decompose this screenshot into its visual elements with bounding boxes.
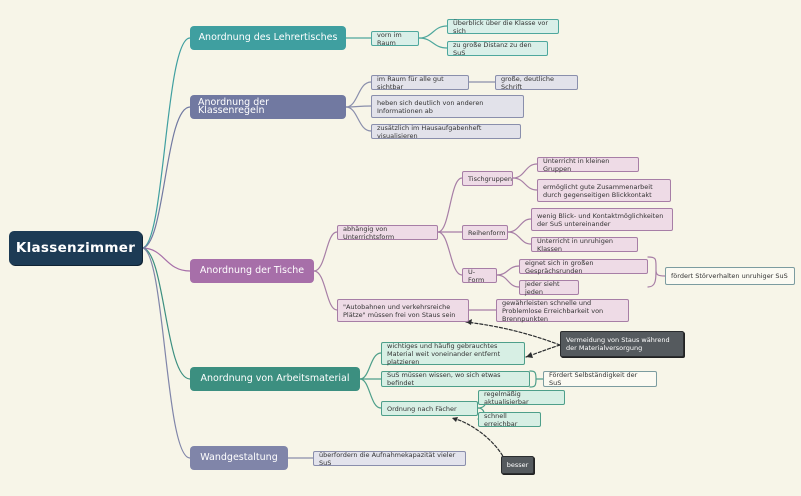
callout-vermeidung-staus[interactable]: Vermeidung von Staus während der Materia… (560, 331, 684, 357)
topic-gespraechsrunden[interactable]: eignet sich in großen Gesprächsrunden (519, 259, 648, 275)
topic-distanz[interactable]: zu große Distanz zu den SuS (447, 41, 548, 57)
topic-jeder-sieht-jeden[interactable]: jeder sieht jeden (519, 280, 579, 296)
topic-ordnung-faecher[interactable]: Ordnung nach Fächer (381, 401, 478, 416)
branch-arbeitsmaterial[interactable]: Anordnung von Arbeitsmaterial (190, 367, 360, 391)
topic-unruhige-klassen[interactable]: Unterricht in unruhigen Klassen (531, 237, 638, 253)
branch-tische[interactable]: Anordnung der Tische (190, 259, 314, 283)
callout-besser[interactable]: besser (501, 456, 534, 474)
topic-unterrichtsform[interactable]: abhängig von Unterrichtsform (337, 225, 438, 241)
topic-wichtiges-material[interactable]: wichtiges und häufig gebrauchtes Materia… (381, 342, 525, 366)
topic-kleine-gruppen[interactable]: Unterricht in kleinen Gruppen (537, 157, 639, 173)
topic-ueberblick[interactable]: Überblick über die Klasse vor sich (447, 19, 559, 35)
summary-selbststaendigkeit[interactable]: Fördert Selbständigkeit der SuS (543, 371, 657, 387)
topic-gut-sichtbar[interactable]: im Raum für alle gut sichtbar (371, 75, 469, 91)
topic-autobahnen[interactable]: "Autobahnen und verkehrsreiche Plätze" m… (337, 299, 469, 322)
topic-deutliche-schrift[interactable]: große, deutliche Schrift (495, 75, 578, 91)
topic-erreichbarkeit[interactable]: gewährleisten schnelle und Problemlose E… (496, 299, 629, 323)
topic-vorn-im-raum[interactable]: vorn im Raum (371, 31, 419, 47)
root-topic[interactable]: Klassenzimmer (9, 231, 142, 265)
topic-aktualisierbar[interactable]: regelmäßig aktualisierbar (478, 390, 565, 406)
topic-wenig-blickkontakt[interactable]: wenig Blick- und Kontaktmöglichkeiten de… (531, 208, 673, 231)
topic-heben-sich-ab[interactable]: heben sich deutlich von anderen Informat… (371, 95, 524, 118)
topic-u-form[interactable]: U-Form (462, 268, 497, 284)
topic-hausaufgabenheft[interactable]: zusätzlich im Hausaufgabenheft visualisi… (371, 124, 521, 140)
branch-klassenregeln[interactable]: Anordnung der Klassenregeln (190, 95, 346, 119)
topic-schnell-erreichbar[interactable]: schnell erreichbar (478, 412, 541, 428)
branch-lehrertisch[interactable]: Anordnung des Lehrertisches (190, 26, 346, 50)
topic-tischgruppen[interactable]: Tischgruppen (462, 171, 513, 186)
topic-zusammenarbeit[interactable]: ermöglicht gute Zusammenarbeit durch geg… (537, 179, 671, 202)
summary-stoerverhalten[interactable]: fördert Störverhalten unruhiger SuS (665, 267, 795, 285)
branch-wandgestaltung[interactable]: Wandgestaltung (190, 446, 288, 470)
topic-sus-wissen[interactable]: SuS müssen wissen, wo sich etwas befinde… (381, 371, 530, 387)
topic-reihenform[interactable]: Reihenform (462, 225, 508, 240)
topic-ueberfordern[interactable]: überfordern die Aufnahmekapazität vieler… (313, 451, 466, 467)
